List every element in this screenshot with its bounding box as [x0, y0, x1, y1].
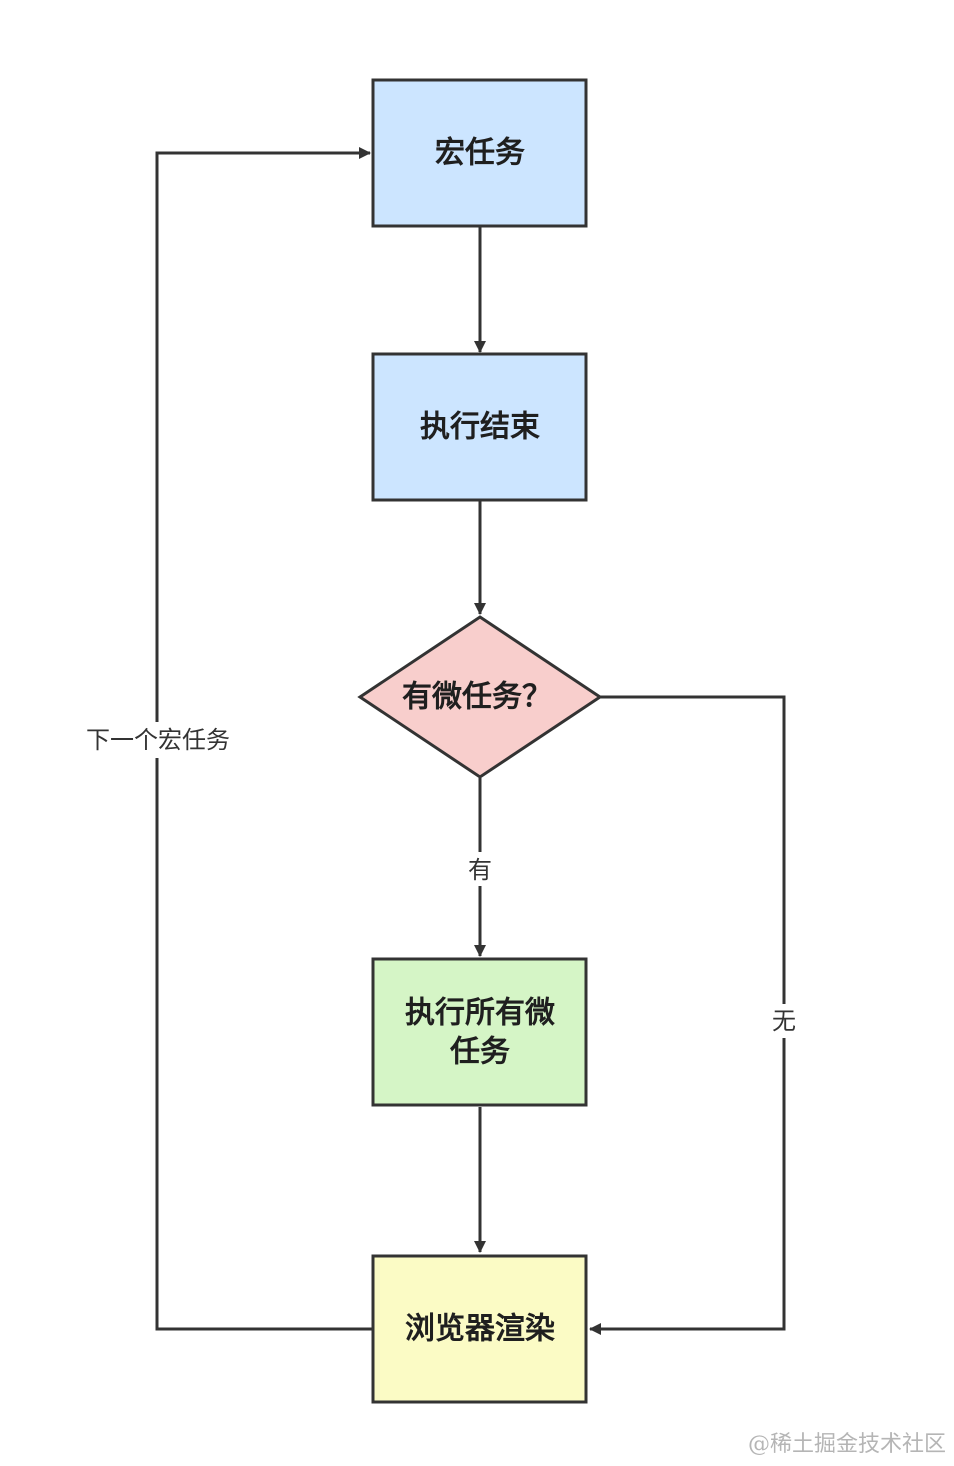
node-run-all-micro-tasks-label-1: 执行所有微	[405, 996, 555, 1031]
node-macro-task-label: 宏任务	[435, 136, 525, 171]
node-run-all-micro-tasks-label-2: 任务	[449, 1035, 510, 1070]
edge-label-no: 无	[772, 1007, 796, 1035]
node-run-all-micro-tasks	[371, 957, 588, 1107]
no-label-bg	[766, 1004, 802, 1038]
edge-decision-no-to-render	[589, 695, 786, 1335]
edge-label-yes: 有	[468, 856, 492, 884]
yes-label-bg	[462, 852, 498, 886]
watermark: @稀土掘金技术社区	[747, 1432, 946, 1457]
node-macro-task	[371, 78, 588, 228]
edge-label-next-macro: 下一个宏任务	[86, 726, 230, 754]
node-has-micro-task	[357, 615, 603, 779]
node-browser-render	[371, 1254, 588, 1404]
node-browser-render-label: 浏览器渲染	[405, 1312, 555, 1347]
next-macro-label-bg	[78, 722, 238, 758]
node-execution-end-label: 执行结束	[420, 410, 540, 445]
node-has-micro-task-label: 有微任务？	[402, 680, 552, 715]
node-execution-end	[371, 352, 588, 502]
